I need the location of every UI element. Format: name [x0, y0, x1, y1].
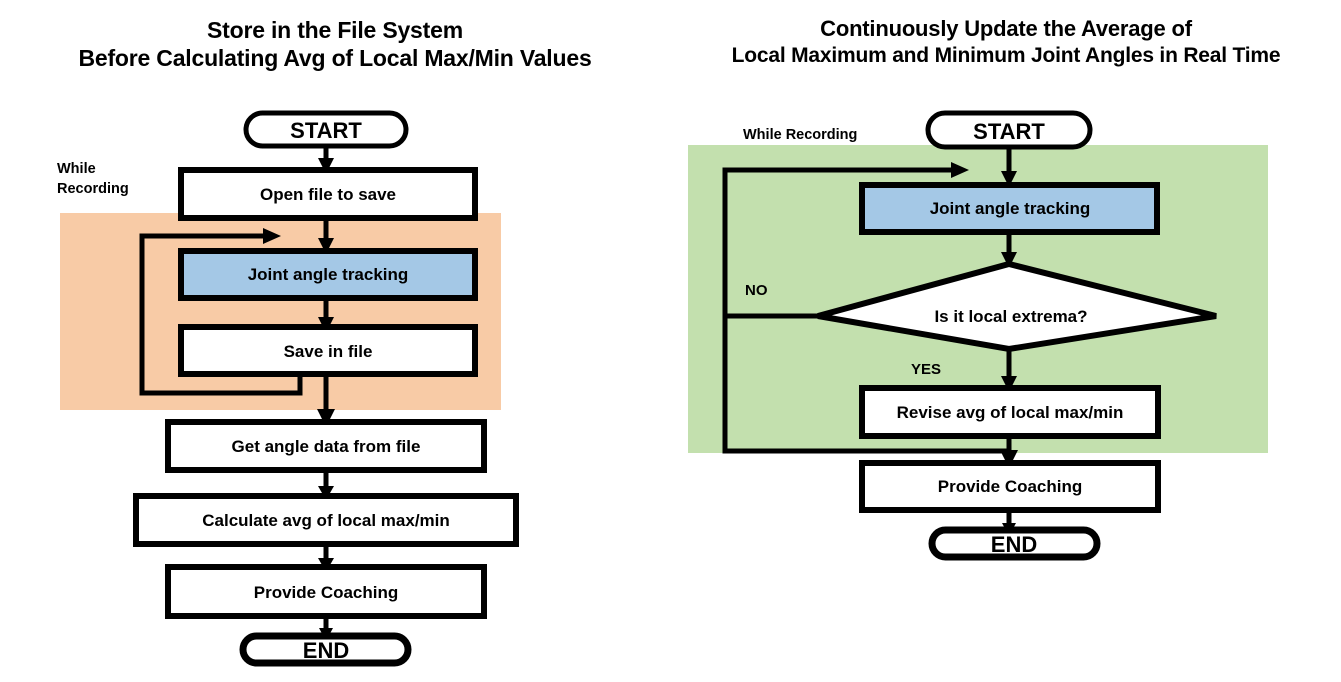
left-node-joint-angle-tracking[interactable]: Joint angle tracking [178, 248, 478, 301]
save-in-file-box [178, 324, 478, 377]
right-arrowheads [951, 162, 1018, 536]
joint-angle-tracking-label: Joint angle tracking [930, 199, 1091, 218]
left-flowchart-panel: Store in the File System Before Calculat… [0, 0, 670, 682]
end-terminator-label: END [303, 638, 349, 663]
right-node-start[interactable]: START [925, 110, 1093, 150]
revise-avg-box [859, 385, 1161, 439]
edge-loop-exit-to-coaching [722, 316, 1009, 454]
get-angle-data-box [165, 419, 487, 473]
right-node-provide-coaching[interactable]: Provide Coaching [859, 460, 1161, 513]
left-flowchart-svg: While Recording START Open file to save … [57, 110, 519, 667]
while-recording-region-peach [60, 213, 501, 410]
left-title-line-2: Before Calculating Avg of Local Max/Min … [78, 45, 592, 72]
get-angle-data-label: Get angle data from file [232, 437, 421, 456]
revise-avg-label: Revise avg of local max/min [897, 403, 1124, 422]
left-region-label-line-1: While [57, 161, 96, 177]
calculate-avg-label: Calculate avg of local max/min [202, 511, 450, 530]
joint-angle-tracking-box [178, 248, 478, 301]
left-node-open-file[interactable]: Open file to save [178, 167, 478, 221]
provide-coaching-box [859, 460, 1161, 513]
left-node-provide-coaching[interactable]: Provide Coaching [165, 564, 487, 619]
right-title-line-1: Continuously Update the Average of [820, 16, 1192, 41]
right-node-joint-angle-tracking[interactable]: Joint angle tracking [859, 182, 1160, 235]
arrowhead-coaching [1000, 450, 1018, 468]
left-node-calculate-avg[interactable]: Calculate avg of local max/min [133, 493, 519, 547]
right-node-decision[interactable]: Is it local extrema? [817, 260, 1217, 353]
arrowhead-tracking [318, 238, 334, 254]
left-node-end[interactable]: END [239, 632, 412, 667]
right-connectors [722, 148, 1012, 528]
arrowhead-loop-back [263, 228, 281, 244]
edge-loop-back-to-tracking [139, 233, 303, 396]
left-title-line-1: Store in the File System [207, 17, 463, 43]
arrowhead-open-file [318, 158, 334, 174]
joint-angle-tracking-box [859, 182, 1160, 235]
right-chart-title: Continuously Update the Average of Local… [671, 16, 1341, 68]
left-node-get-angle-data[interactable]: Get angle data from file [165, 419, 487, 473]
left-node-start[interactable]: START [243, 110, 409, 149]
right-title-line-2: Local Maximum and Minimum Joint Angles i… [731, 43, 1281, 67]
open-file-label: Open file to save [260, 185, 396, 204]
open-file-box [178, 167, 478, 221]
start-terminator-shape [243, 110, 409, 149]
right-flowchart-svg: While Recording NO YES START Joint angle… [688, 110, 1268, 561]
start-terminator-label: START [290, 118, 362, 143]
right-node-revise-avg[interactable]: Revise avg of local max/min [859, 385, 1161, 439]
right-flowchart-panel: Continuously Update the Average of Local… [671, 0, 1341, 682]
branch-label-yes: YES [911, 361, 941, 378]
left-chart-title: Store in the File System Before Calculat… [0, 16, 670, 72]
calculate-avg-box [133, 493, 519, 547]
end-terminator-shape [239, 632, 412, 667]
decision-diamond-shape [817, 260, 1217, 353]
provide-coaching-label: Provide Coaching [254, 583, 399, 602]
joint-angle-tracking-label: Joint angle tracking [248, 265, 409, 284]
provide-coaching-box [165, 564, 487, 619]
arrowhead-revise [1001, 376, 1017, 392]
end-terminator-shape [928, 526, 1101, 561]
left-node-save-in-file[interactable]: Save in file [178, 324, 478, 377]
edge-no-loop-back [722, 167, 958, 319]
left-region-label-line-2: Recording [57, 181, 129, 197]
start-terminator-label: START [973, 119, 1045, 144]
save-in-file-label: Save in file [284, 342, 373, 361]
arrowhead-tracking [1001, 171, 1017, 187]
arrowhead-no-loop-back [951, 162, 969, 178]
branch-label-no: NO [745, 282, 768, 299]
arrowhead-get-angle [317, 409, 335, 427]
provide-coaching-label: Provide Coaching [938, 477, 1083, 496]
arrowhead-decision [1001, 252, 1017, 268]
decision-label: Is it local extrema? [934, 307, 1087, 326]
right-node-end[interactable]: END [928, 526, 1101, 561]
start-terminator-shape [925, 110, 1093, 150]
right-region-label: While Recording [743, 127, 857, 143]
end-terminator-label: END [991, 532, 1037, 557]
